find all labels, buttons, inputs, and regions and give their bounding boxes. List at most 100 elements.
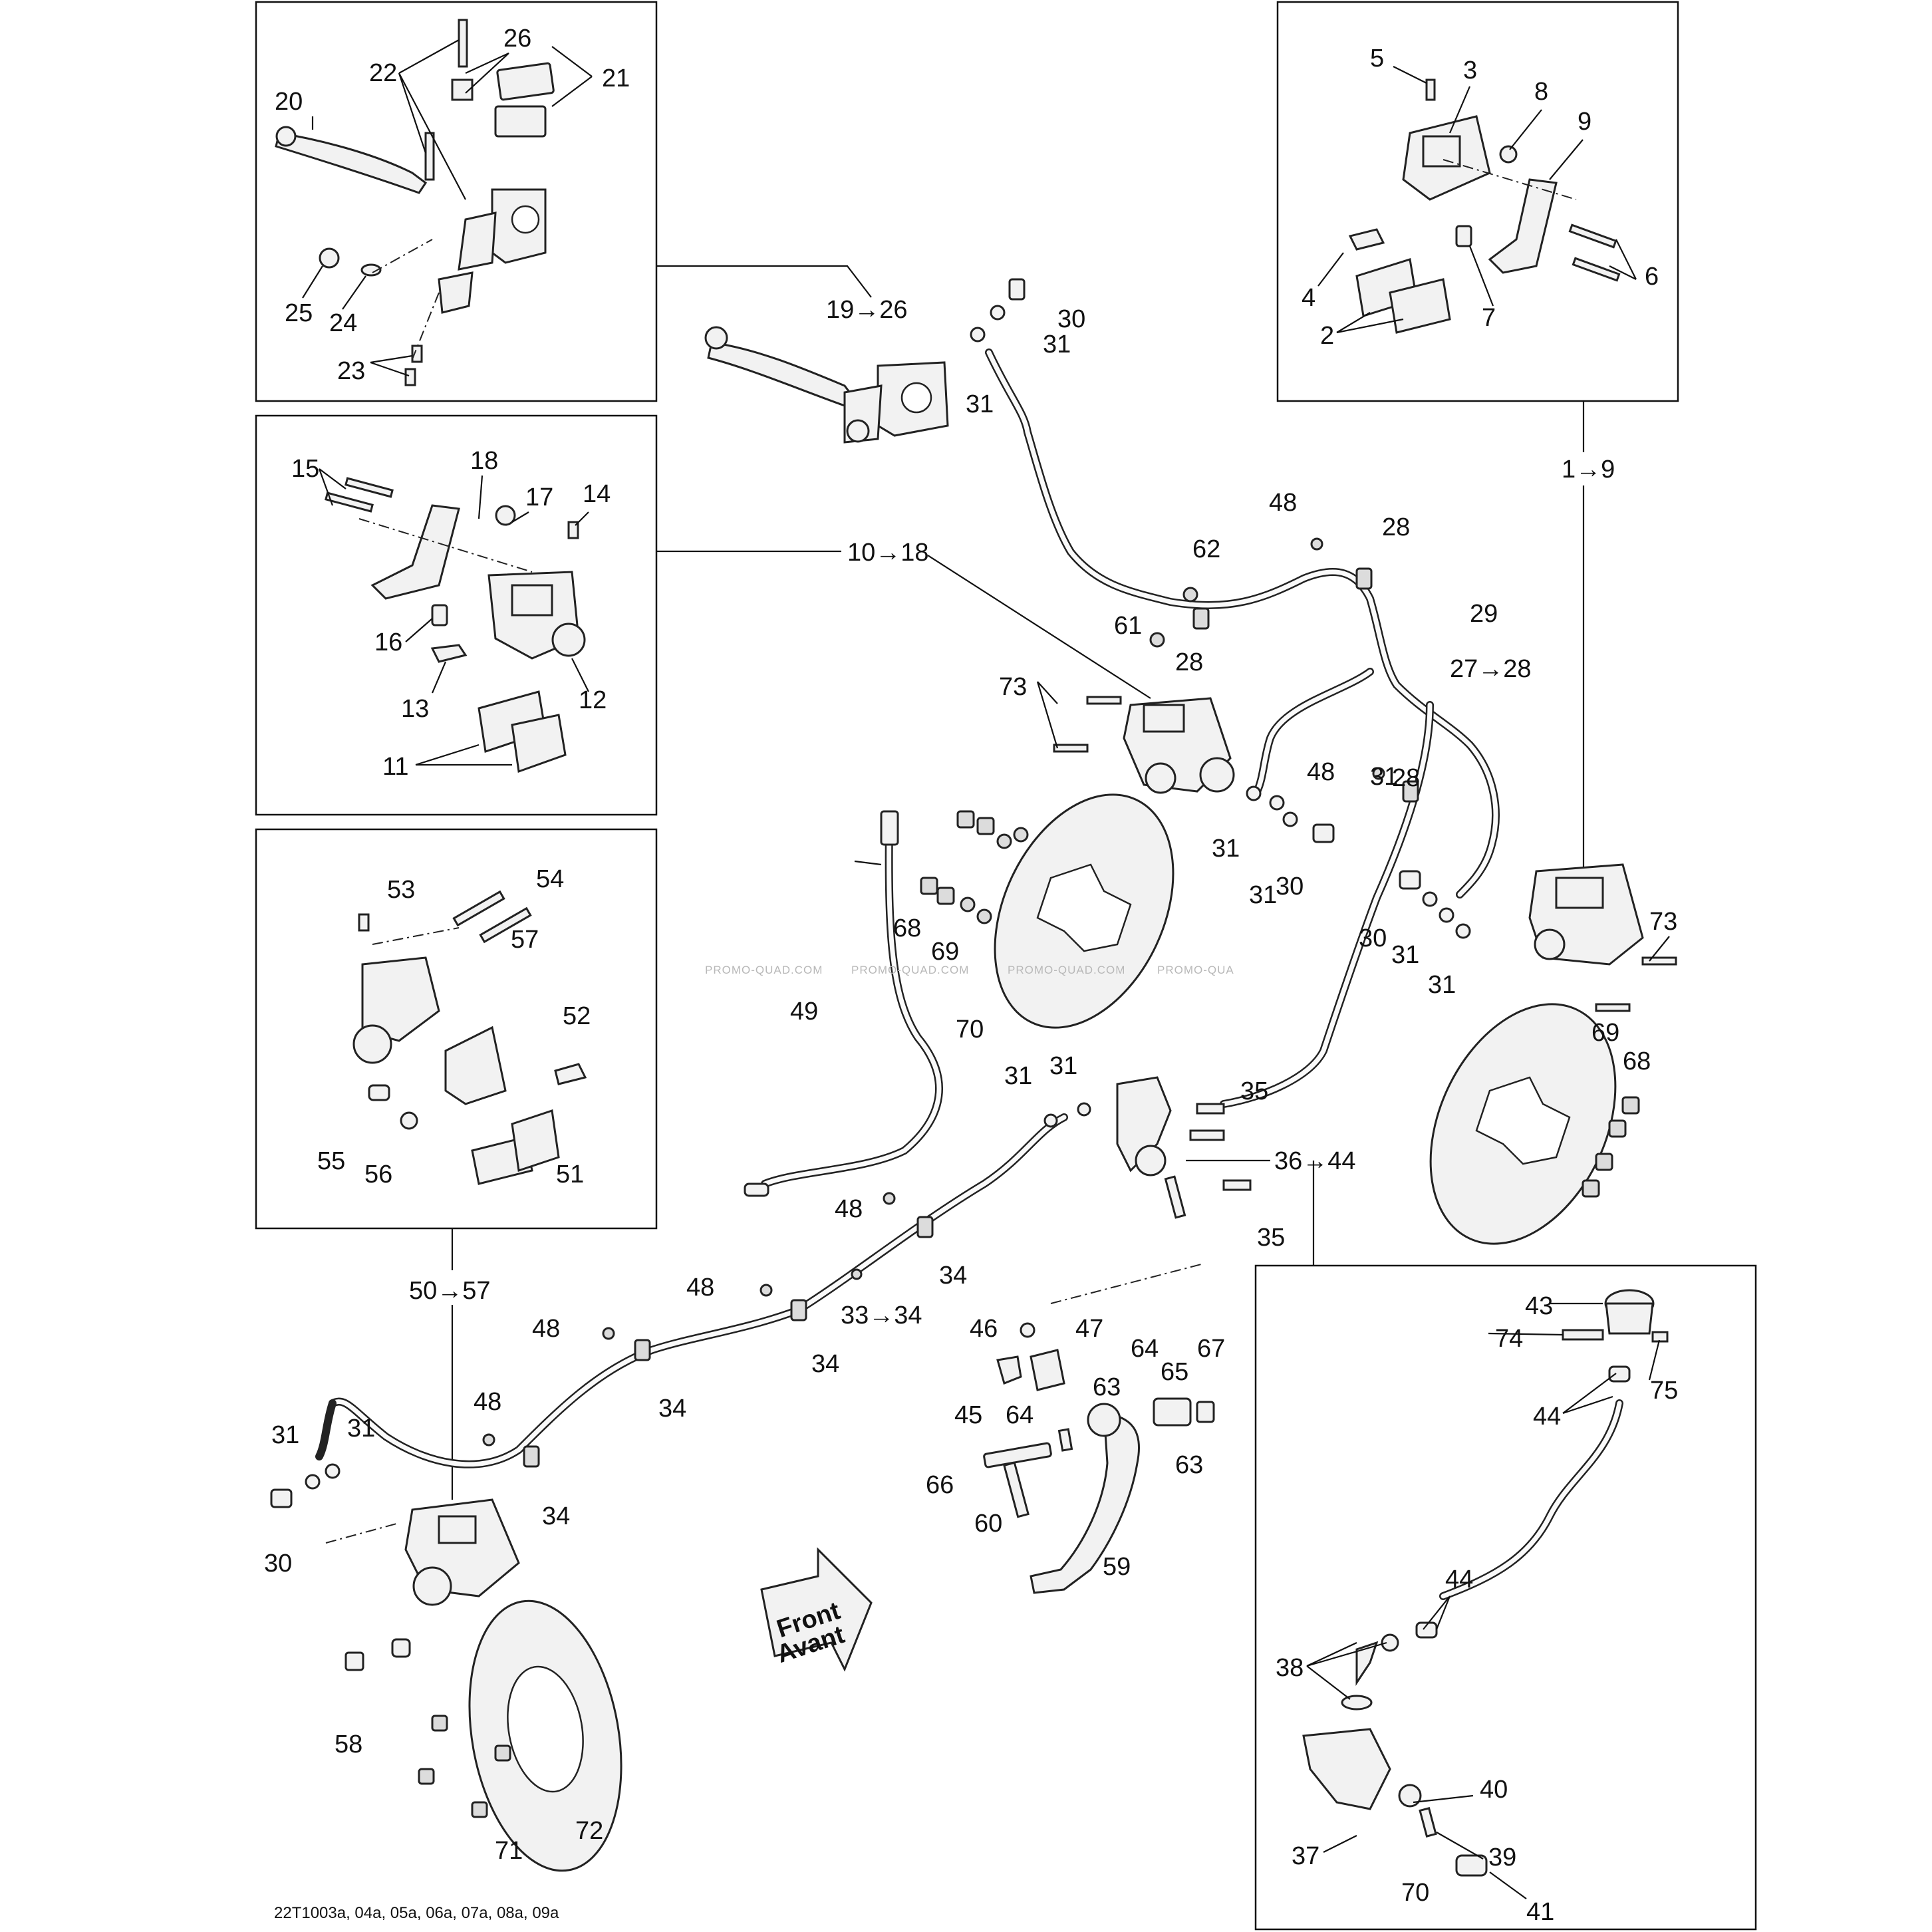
part-label: 46 — [970, 1315, 998, 1343]
part-label: 30 — [264, 1550, 292, 1578]
part-label: 31 — [347, 1415, 375, 1443]
master-cylinder-inset-art — [275, 19, 555, 386]
part-label: 29 — [1470, 600, 1498, 628]
part-label: 70 — [1401, 1879, 1429, 1907]
part-label: 63 — [1093, 1373, 1121, 1401]
part-label: 48 — [835, 1195, 863, 1223]
part-label: 24 — [329, 309, 357, 337]
part-label: 53 — [387, 876, 415, 904]
part-label: 45 — [954, 1401, 982, 1429]
part-label: 31 — [1212, 835, 1240, 863]
watermark-1: PROMO-QUAD.COM — [705, 964, 823, 976]
part-label: 64 — [1006, 1401, 1034, 1429]
rear-disc — [418, 1599, 622, 1872]
part-label: 61 — [1114, 612, 1142, 640]
part-label: 48 — [532, 1315, 560, 1343]
ref-hose-front: 27→28 — [1450, 655, 1532, 683]
part-label: 7 — [1482, 304, 1496, 332]
part-label: 31 — [1249, 881, 1277, 909]
brake-pedal — [983, 1263, 1215, 1594]
part-label: 34 — [658, 1395, 686, 1423]
part-label: 34 — [939, 1262, 967, 1290]
part-label: 74 — [1495, 1325, 1523, 1353]
part-label: 25 — [285, 299, 313, 327]
part-label: 66 — [926, 1471, 954, 1499]
ref-front-caliper-left: 10→18 — [847, 539, 929, 567]
drawing-code: 22T1003a, 04a, 05a, 06a, 07a, 08a, 09a — [274, 1904, 559, 1922]
ref-fitting: 36→44 — [1274, 1147, 1356, 1175]
part-label: 49 — [790, 998, 818, 1026]
rear-caliper — [325, 1498, 520, 1671]
part-label: 9 — [1578, 108, 1591, 136]
part-label: 30 — [1057, 305, 1085, 333]
part-label: 37 — [1292, 1842, 1319, 1870]
inset-reservoir — [1254, 1264, 1757, 1931]
part-label: 5 — [1370, 45, 1384, 72]
part-label: 17 — [525, 483, 553, 511]
watermark-3: PROMO-QUAD.COM — [1008, 964, 1125, 976]
part-label: 75 — [1650, 1377, 1678, 1405]
front-disc-left — [994, 793, 1174, 1029]
part-label: 68 — [893, 914, 921, 942]
part-label: 31 — [1370, 763, 1398, 791]
disc-bolts — [920, 810, 1640, 1198]
part-label: 41 — [1526, 1898, 1554, 1926]
speed-sensor — [744, 810, 899, 1197]
part-label: 72 — [575, 1817, 603, 1845]
reservoir-inset-art — [1302, 1289, 1669, 1877]
main-front-caliper-left — [1053, 696, 1335, 843]
part-label: 31 — [966, 390, 994, 418]
inset-front-caliper-left — [255, 414, 658, 816]
part-label: 14 — [583, 480, 611, 508]
part-label: 63 — [1175, 1451, 1203, 1479]
main-master-cylinder — [704, 278, 1026, 444]
part-label: 18 — [470, 447, 498, 475]
ref-front-caliper-right: 1→9 — [1562, 456, 1615, 483]
leader-master — [656, 265, 872, 298]
part-label: 38 — [1276, 1654, 1304, 1682]
part-label: 69 — [931, 938, 959, 966]
brake-fitting — [1043, 1076, 1252, 1219]
part-label: 55 — [317, 1147, 345, 1175]
watermark-2: PROMO-QUAD.COM — [851, 964, 969, 976]
part-label: 62 — [1192, 535, 1220, 563]
inset-front-caliper-right — [1276, 1, 1679, 402]
part-label: 31 — [271, 1421, 299, 1449]
part-label: 44 — [1445, 1566, 1473, 1593]
part-label: 68 — [1623, 1047, 1651, 1075]
front-disc-right — [1429, 1003, 1617, 1245]
part-label: 48 — [1269, 489, 1297, 517]
label-leaders — [302, 39, 1670, 1899]
part-label: 34 — [542, 1502, 570, 1530]
part-label: 8 — [1534, 78, 1548, 106]
part-label: 22 — [369, 59, 397, 87]
inset-rear-caliper — [255, 828, 658, 1230]
part-label: 57 — [511, 926, 539, 954]
hose-clips — [482, 537, 1419, 1468]
front-direction-arrow: Front Avant — [760, 1547, 873, 1672]
main-front-caliper-right — [1399, 863, 1677, 1012]
ref-rear-caliper: 50→57 — [409, 1277, 491, 1305]
part-label: 28 — [1382, 513, 1410, 541]
left-caliper-inset-art — [325, 477, 586, 773]
brake-hoses — [315, 348, 1500, 1468]
part-label: 43 — [1525, 1292, 1553, 1320]
part-label: 65 — [1161, 1358, 1188, 1386]
part-label: 31 — [1004, 1062, 1032, 1090]
part-label: 30 — [1276, 873, 1304, 900]
part-label: 70 — [956, 1016, 984, 1043]
part-labels: 2 3 4 5 6 7 8 9 11 12 13 14 15 16 17 18 … — [264, 25, 1678, 1926]
part-label: 23 — [337, 357, 365, 385]
part-label: 35 — [1240, 1077, 1268, 1105]
part-label: 26 — [503, 25, 531, 53]
watermark-4: PROMO-QUA — [1157, 964, 1234, 976]
rear-caliper-inset-art — [352, 890, 587, 1185]
part-label: 59 — [1103, 1553, 1131, 1581]
part-label: 39 — [1488, 1844, 1516, 1871]
part-label: 69 — [1591, 1019, 1619, 1047]
part-label: 47 — [1075, 1315, 1103, 1343]
part-label: 13 — [401, 695, 429, 723]
part-label: 31 — [1043, 331, 1071, 358]
part-label: 64 — [1131, 1335, 1159, 1363]
